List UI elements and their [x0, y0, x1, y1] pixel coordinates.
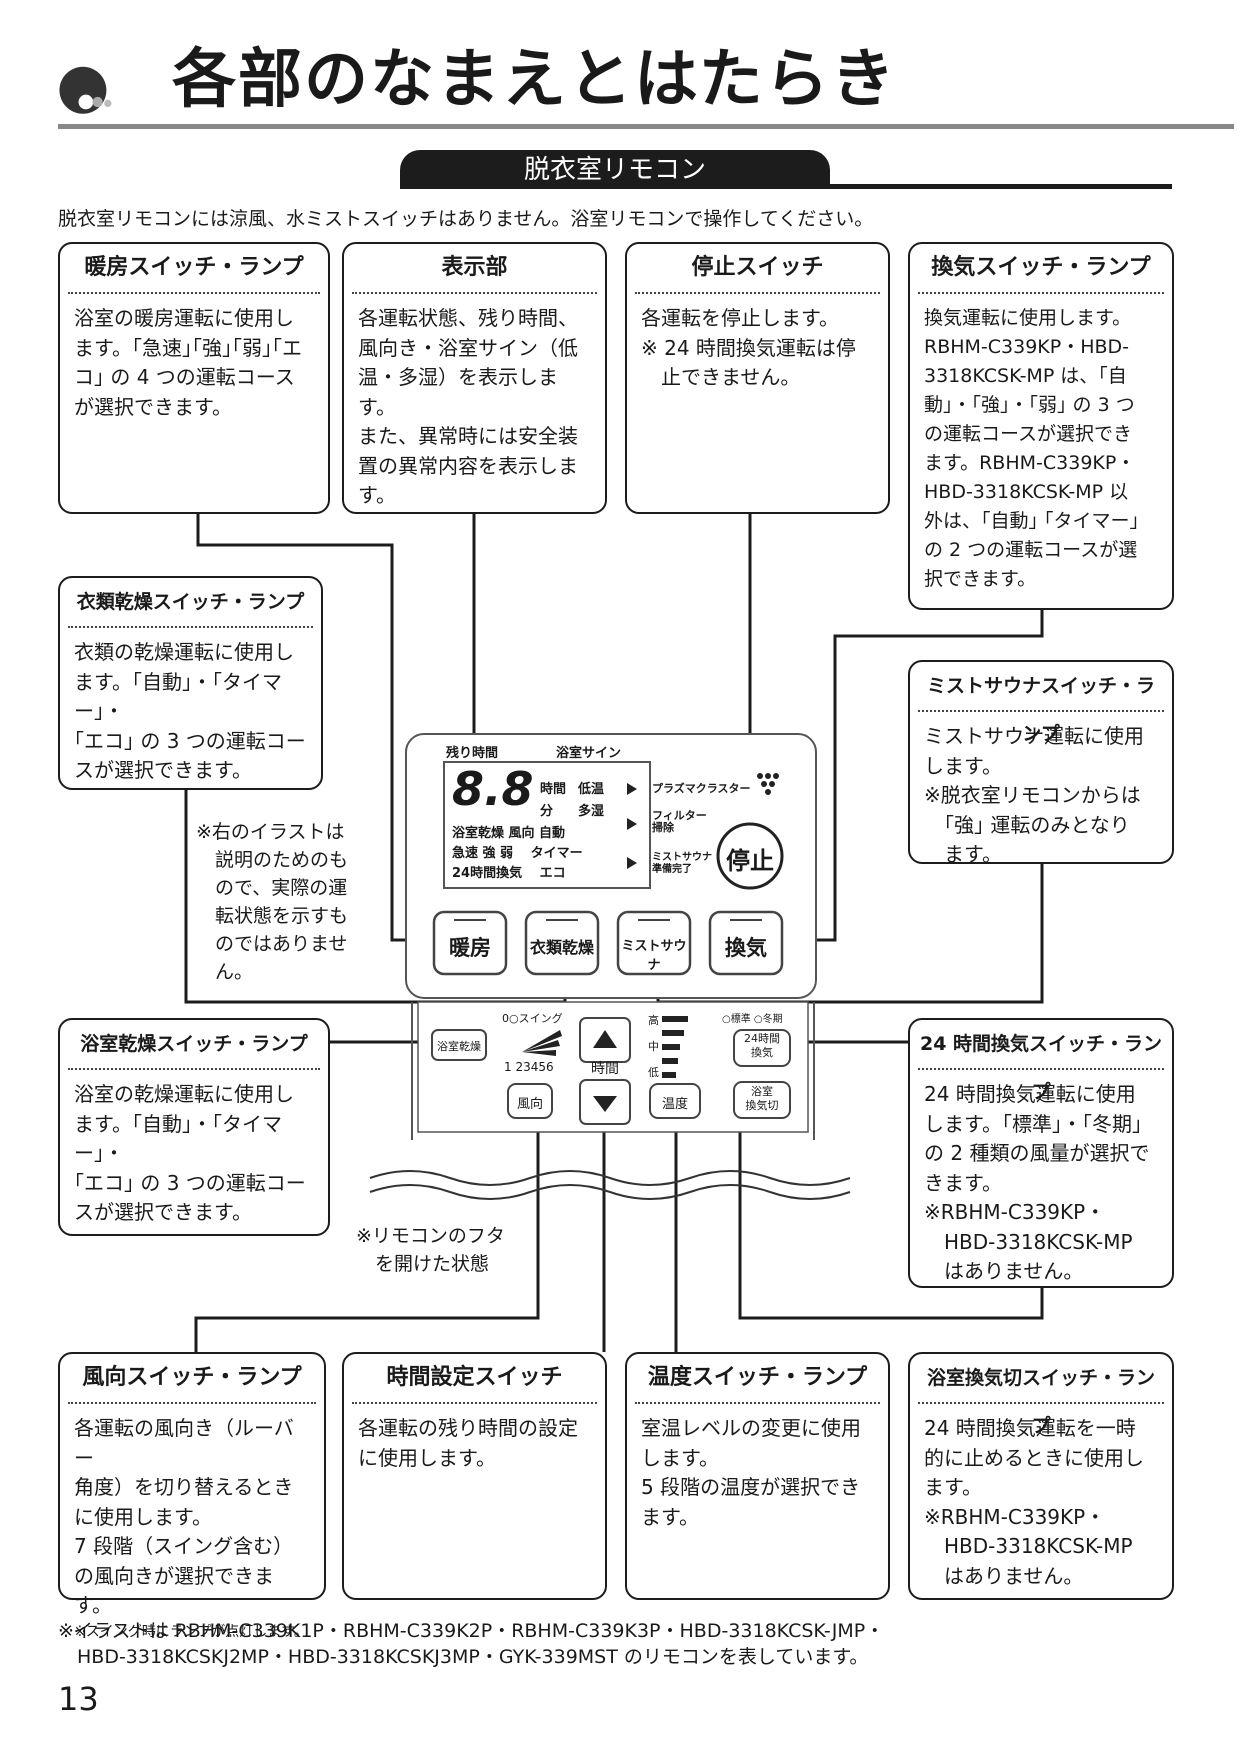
angle-label: 1 23456	[504, 1060, 554, 1074]
display-box: 表示部 各運転状態、残り時間、 風向き・浴室サイン（低 温・多湿）を表示します。…	[342, 242, 607, 514]
time-box-title: 時間設定スイッチ	[352, 1354, 597, 1404]
display-box-title: 表示部	[352, 244, 597, 294]
lcd-plasma: プラズマクラスター	[652, 782, 751, 795]
title-rule	[58, 124, 1234, 129]
lcd-filter: フィルター掃除	[652, 809, 707, 834]
level-low-label: 低	[648, 1066, 659, 1079]
lcd-remaining-label: 残り時間	[446, 746, 499, 761]
vent-box-body: 換気運転に使用します。 RBHM-C339KP・HBD- 3318KCSK-MP…	[924, 307, 1140, 590]
temp-button[interactable]: 温度	[661, 1097, 688, 1112]
heat-button[interactable]: 暖房	[449, 936, 491, 960]
ventoff-box-body: 24 時間換気運転を一時 的に止めるときに使用し ます。 ※RBHM-C339K…	[924, 1416, 1144, 1588]
vent-off-button[interactable]: 浴室換気切	[745, 1085, 779, 1112]
level-mid-label: 中	[648, 1040, 659, 1053]
vent24-box-body: 24 時間換気運転に使用 します。｢標準｣・｢冬期｣ の 2 種類の風量が選択で…	[924, 1082, 1150, 1283]
clothes-box-title: 衣類乾燥スイッチ・ランプ	[68, 578, 313, 628]
wind-box-note: ※スイング時にランプが点灯します。	[74, 1623, 308, 1640]
vent24-box-title: 24 時間換気スイッチ・ランプ	[918, 1020, 1164, 1103]
stop-box-title: 停止スイッチ	[635, 244, 880, 294]
heating-box-body: 浴室の暖房運転に使用し ます。｢急速｣｢強｣｢弱｣｢エ コ｣ の 4 つの運転コ…	[74, 306, 302, 419]
wind-box: 風向スイッチ・ランプ 各運転の風向き（ルーバー 角度）を切り替えるとき に使用し…	[58, 1352, 326, 1640]
lcd-bathsign-label: 浴室サイン	[556, 746, 622, 761]
footer-note: ※イラストは RBHM-C339K1P・RBHM-C339K2P・RBHM-C3…	[58, 1620, 885, 1668]
wind-box-body: 各運転の風向き（ルーバー 角度）を切り替えるとき に使用します。 7 段階（スイ…	[74, 1416, 294, 1617]
mist-box-title: ミストサウナスイッチ・ランプ	[918, 662, 1164, 745]
lcd-row3: 浴室乾燥 風向 自動	[452, 826, 566, 841]
bathdry-box-body: 浴室の乾燥運転に使用し ます。｢自動｣・｢タイマー｣・ ｢エコ｣ の 3 つの運…	[74, 1082, 306, 1224]
time-box: 時間設定スイッチ 各運転の残り時間の設定 に使用します。	[342, 1352, 607, 1600]
lcd-humid: 多湿	[578, 804, 605, 819]
mist-box-body: ミストサウナ運転に使用 します。 ※脱衣室リモコンからは ｢強｣ 運転のみとなり…	[924, 724, 1144, 866]
clothes-box: 衣類乾燥スイッチ・ランプ 衣類の乾燥運転に使用し ます。｢自動｣・｢タイマー｣・…	[58, 576, 323, 790]
lcd-low-temp: 低温	[578, 782, 605, 797]
vent-button[interactable]: 換気	[725, 936, 767, 960]
section-rule	[400, 184, 1172, 189]
vent24-button[interactable]: 24時間換気	[744, 1032, 780, 1059]
time-box-body: 各運転の残り時間の設定 に使用します。	[358, 1416, 578, 1470]
ventoff-box: 浴室換気切スイッチ・ランプ 24 時間換気運転を一時 的に止めるときに使用し ま…	[908, 1352, 1174, 1600]
temp-box: 温度スイッチ・ランプ 室温レベルの変更に使用 します。 5 段階の温度が選択でき…	[625, 1352, 890, 1600]
ventoff-box-title: 浴室換気切スイッチ・ランプ	[918, 1354, 1164, 1437]
intro-text: 脱衣室リモコンには涼風、水ミストスイッチはありません。浴室リモコンで操作してくだ…	[58, 208, 874, 230]
section-bullet-icon	[59, 66, 112, 114]
lid-note: ※リモコンのフタ を開けた状態	[356, 1225, 505, 1275]
page-number: 13	[58, 1680, 99, 1718]
heating-box-title: 暖房スイッチ・ランプ	[68, 244, 320, 294]
illustration-note: ※右のイラストは 説明のためのも ので、実際の運 転状態を示すも のではありませ…	[196, 821, 349, 983]
lcd-row5: 24時間換気 エコ	[452, 866, 566, 881]
time-button[interactable]: 時間	[591, 1061, 619, 1077]
bathdry-box-title: 浴室乾燥スイッチ・ランプ	[68, 1020, 320, 1070]
bath-dry-button[interactable]: 浴室乾燥	[437, 1040, 481, 1053]
swing-label: 0○スイング	[502, 1012, 563, 1025]
mist-sauna-button[interactable]: ミストサウナ	[621, 939, 687, 973]
wind-button[interactable]: 風向	[516, 1097, 543, 1112]
display-box-body: 各運転状態、残り時間、 風向き・浴室サイン（低 温・多湿）を表示します。 また、…	[358, 306, 578, 507]
heating-box: 暖房スイッチ・ランプ 浴室の暖房運転に使用し ます。｢急速｣｢強｣｢弱｣｢エ コ…	[58, 242, 330, 514]
vent-box-title: 換気スイッチ・ランプ	[918, 244, 1164, 294]
clothes-dry-button[interactable]: 衣類乾燥	[529, 938, 594, 957]
stop-box: 停止スイッチ 各運転を停止します。 ※ 24 時間換気運転は停 止できません。	[625, 242, 890, 514]
lcd-digits: 8.8	[452, 762, 534, 816]
page-title: 各部のなまえとはたらき	[172, 43, 897, 117]
stop-button[interactable]: 停止	[726, 847, 774, 875]
lcd-minute: 分	[540, 804, 554, 819]
mist-box: ミストサウナスイッチ・ランプ ミストサウナ運転に使用 します。 ※脱衣室リモコン…	[908, 660, 1174, 866]
wind-box-title: 風向スイッチ・ランプ	[68, 1354, 316, 1404]
level-high-label: 高	[648, 1014, 659, 1027]
temp-box-body: 室温レベルの変更に使用 します。 5 段階の温度が選択でき ます。	[641, 1416, 861, 1529]
temp-box-title: 温度スイッチ・ランプ	[635, 1354, 880, 1404]
section-title: 脱衣室リモコン	[400, 150, 830, 188]
stop-box-body: 各運転を停止します。 ※ 24 時間換気運転は停 止できません。	[641, 306, 856, 389]
clothes-box-body: 衣類の乾燥運転に使用し ます。｢自動｣・｢タイマー｣・ ｢エコ｣ の 3 つの運…	[74, 640, 306, 782]
vent-box: 換気スイッチ・ランプ 換気運転に使用します。 RBHM-C339KP・HBD- …	[908, 242, 1174, 610]
vent24-box: 24 時間換気スイッチ・ランプ 24 時間換気運転に使用 します。｢標準｣・｢冬…	[908, 1018, 1174, 1288]
bathdry-box: 浴室乾燥スイッチ・ランプ 浴室の乾燥運転に使用し ます。｢自動｣・｢タイマー｣・…	[58, 1018, 330, 1236]
lcd-mist-ready: ミストサウナ準備完了	[652, 852, 712, 875]
std-winter-label: ○標準 ○冬期	[722, 1014, 783, 1025]
lcd-row4: 急速 強 弱 タイマー	[452, 846, 583, 861]
lcd-hour: 時間	[540, 782, 567, 797]
